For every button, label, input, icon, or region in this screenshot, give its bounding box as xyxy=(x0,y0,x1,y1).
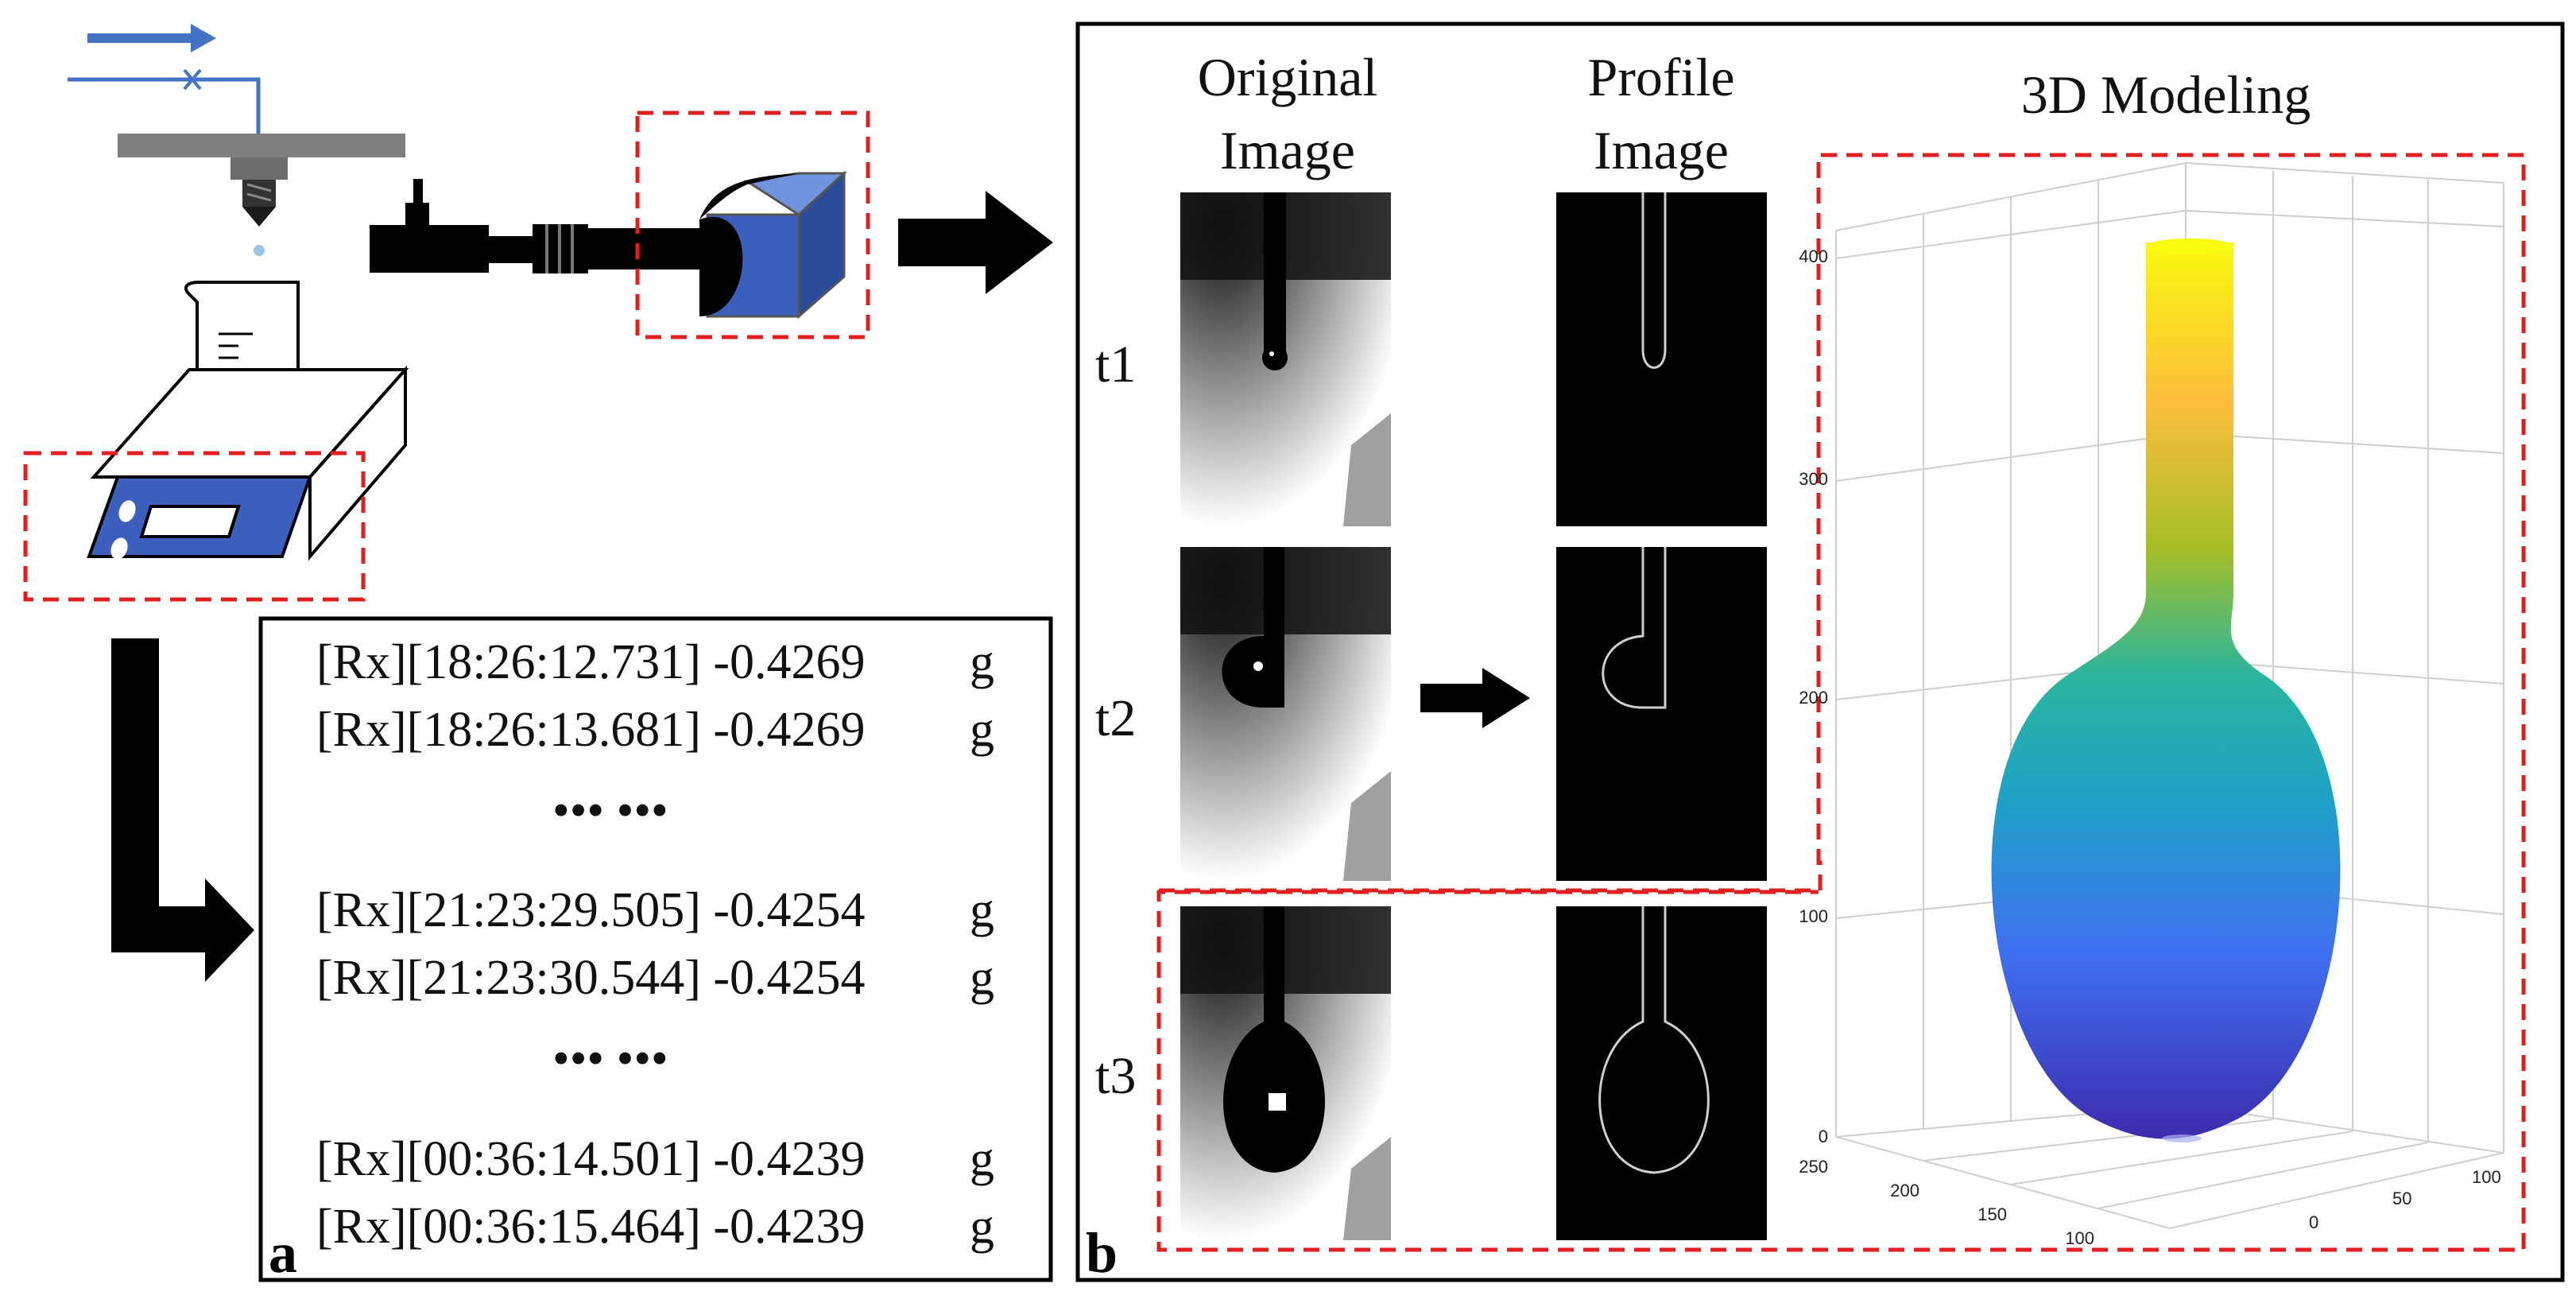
log-unit: g xyxy=(970,703,994,757)
apparatus xyxy=(23,24,1053,982)
header-original-line2: Image xyxy=(1220,120,1355,180)
log-ellipsis: ••• ••• xyxy=(552,784,668,838)
camera-highlight-box xyxy=(635,111,870,339)
x-tick: 200 xyxy=(1890,1181,1919,1200)
header-profile-line2: Image xyxy=(1594,120,1729,180)
z-tick: 200 xyxy=(1799,688,1828,708)
header-original-line1: Original xyxy=(1198,47,1378,107)
original-image-t2 xyxy=(1180,547,1391,881)
time-label-t3: t3 xyxy=(1095,1047,1136,1105)
log-unit: g xyxy=(970,951,994,1005)
arrow-right-icon xyxy=(898,191,1053,294)
z-tick: 0 xyxy=(1819,1127,1828,1146)
log-line: [Rx][18:26:13.681] -0.4269 xyxy=(316,703,866,757)
balance-scale-icon xyxy=(87,365,409,561)
z-tick: 400 xyxy=(1799,246,1828,266)
profile-image-t1 xyxy=(1556,192,1767,526)
log-line: [Rx][00:36:15.464] -0.4239 xyxy=(316,1200,866,1254)
x-tick: 150 xyxy=(1978,1204,2007,1224)
panel-letter-b: b xyxy=(1086,1221,1118,1285)
time-label-t1: t1 xyxy=(1095,335,1136,394)
log-unit: g xyxy=(970,1200,994,1254)
log-unit: g xyxy=(970,883,994,937)
log-line: [Rx][00:36:14.501] -0.4239 xyxy=(316,1132,866,1186)
z-tick: 100 xyxy=(1799,906,1828,926)
droplet-base-highlight xyxy=(2162,1134,2202,1142)
original-image-t1 xyxy=(1180,192,1391,526)
flow-arrow-icon xyxy=(87,24,216,52)
balance-highlight-box xyxy=(23,451,366,602)
log-line: [Rx][18:26:12.731] -0.4269 xyxy=(316,635,866,689)
y-tick: 100 xyxy=(2472,1167,2501,1187)
panel-letter-a: a xyxy=(269,1221,297,1285)
model-highlight-box xyxy=(1156,153,2526,1252)
log-line: [Rx][21:23:30.544] -0.4254 xyxy=(316,951,866,1005)
x-tick: 250 xyxy=(1799,1157,1828,1177)
profile-image-t3 xyxy=(1556,906,1767,1240)
original-image-t3 xyxy=(1180,906,1391,1240)
header-3d-modeling: 3D Modeling xyxy=(2021,64,2311,125)
log-ellipsis: ••• ••• xyxy=(552,1032,668,1086)
log-unit: g xyxy=(970,1132,994,1186)
profile-image-t2 xyxy=(1556,547,1767,881)
header-profile-line1: Profile xyxy=(1587,47,1734,107)
droplet-top-cap xyxy=(2146,239,2233,254)
y-tick: 50 xyxy=(2392,1189,2411,1208)
arrow-down-right-icon xyxy=(111,638,254,982)
3d-droplet-model xyxy=(1991,242,2341,1139)
arrow-right-icon xyxy=(1420,668,1530,728)
log-line: [Rx][21:23:29.505] -0.4254 xyxy=(316,883,866,937)
time-label-t2: t2 xyxy=(1095,689,1136,747)
x-tick: 100 xyxy=(2065,1228,2094,1248)
serial-log-panel: [Rx][18:26:12.731] -0.4269 g [Rx][18:26:… xyxy=(258,616,1053,1285)
log-unit: g xyxy=(970,635,994,689)
panel-b: b Original Image Profile Image 3D Modeli… xyxy=(1075,21,2565,1285)
y-tick: 0 xyxy=(2309,1212,2318,1232)
supply-tube xyxy=(68,68,261,134)
camera-icon xyxy=(370,170,847,320)
z-tick: 300 xyxy=(1799,469,1828,489)
dispensing-nozzle-icon xyxy=(118,134,405,256)
